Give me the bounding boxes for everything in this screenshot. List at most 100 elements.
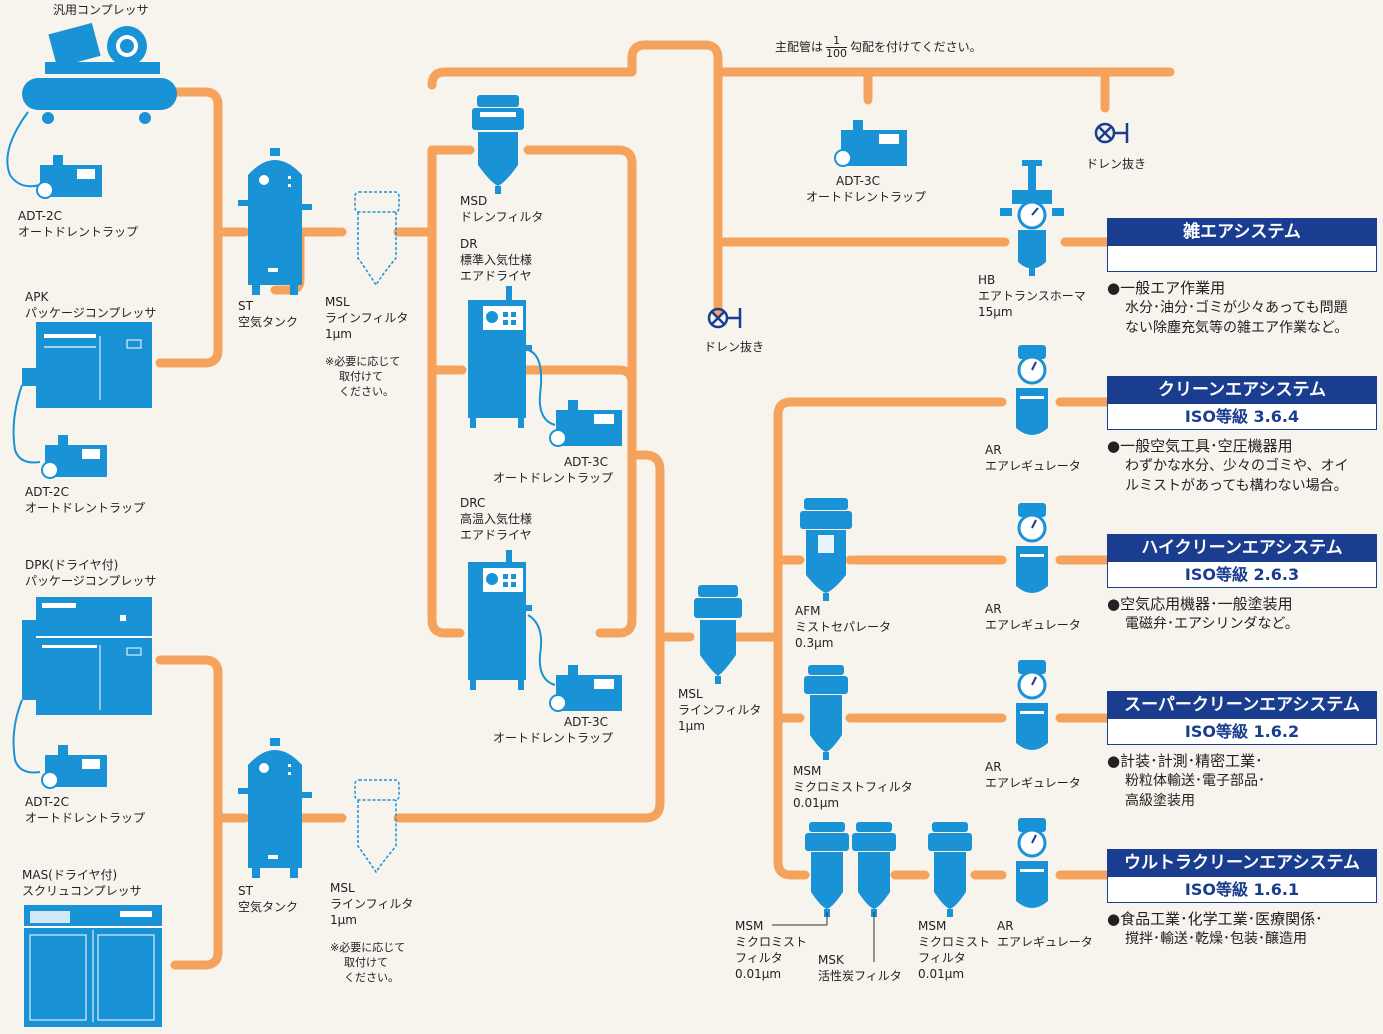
label-adt2c-3: ADT-2C オートドレントラップ (25, 794, 145, 826)
label-line: AFM (795, 604, 821, 618)
label-line: MAS(ドライヤ付) (22, 868, 118, 882)
label-line: 0.3μm (795, 636, 834, 650)
label-line: 空気タンク (238, 315, 299, 329)
pipe (155, 655, 223, 970)
note-line: 取付けて (344, 956, 388, 969)
pipe (427, 145, 465, 638)
label-drc: DRC 高温入気仕様 エアドライヤ (460, 495, 532, 543)
label-adt3c-top: ADT-3C オートドレントラップ (806, 173, 926, 205)
optional-line-filter-icon (354, 779, 400, 874)
label-line: オートドレントラップ (25, 811, 146, 825)
label-line: エアレギュレータ (985, 618, 1081, 632)
air-dryer-icon (468, 550, 532, 690)
label-line: エアレギュレータ (985, 776, 1081, 790)
air-tank-icon (238, 738, 312, 878)
slope-numerator: 1 (826, 35, 848, 48)
label-msl-2: MSL ラインフィルタ 1μm (330, 880, 413, 928)
hose (527, 614, 556, 686)
screw-compressor-icon (24, 905, 162, 1027)
label-line: オートドレントラップ (493, 731, 614, 745)
label-line: AR (997, 919, 1014, 933)
label-hb: HB エアトランスホーマ 15μm (978, 272, 1086, 320)
air-regulator-icon (1016, 503, 1048, 593)
dryer-package-compressor-icon (22, 597, 152, 715)
system-name: ハイクリーンエアシステム (1107, 534, 1377, 562)
pipe (613, 40, 1175, 77)
label-line: 汎用コンプレッサ (53, 3, 149, 17)
slope-note-prefix: 主配管は (775, 40, 824, 54)
label-line: 高温入気仕様 (460, 512, 533, 526)
label-line: MSL (678, 687, 703, 701)
label-msd: MSD ドレンフィルタ (460, 193, 543, 225)
label-line: オートドレントラップ (806, 190, 927, 204)
label-line: ADT-2C (25, 795, 70, 809)
label-line: エアレギュレータ (985, 459, 1081, 473)
label-line: フィルタ (918, 951, 966, 965)
label-line: MSL (325, 295, 350, 309)
note-line: 取付けて (339, 370, 383, 383)
label-line: ミクロミスト (735, 935, 808, 949)
pipe (773, 397, 1007, 420)
label-line: ST (238, 884, 253, 898)
label-line: ADT-3C (563, 715, 608, 729)
label-drain-2: ドレン抜き (1086, 156, 1146, 172)
drain-trap-icon (549, 400, 622, 447)
label-dr: DR 標準入気仕様 エアドライヤ (460, 236, 532, 284)
hose (527, 349, 556, 426)
label-st-1: ST 空気タンク (238, 298, 298, 330)
drain-trap-icon (41, 435, 107, 479)
label-drain-1: ドレン抜き (704, 339, 764, 355)
drain-trap-icon (36, 155, 102, 199)
note-line: ください。 (344, 971, 399, 984)
label-line: AR (985, 760, 1002, 774)
label-line: パッケージコンプレッサ (25, 306, 157, 320)
label-line: フィルタ (735, 951, 783, 965)
system-use: ●空気応用機器･一般塗装用 (1107, 595, 1293, 613)
system-panel-clean: クリーンエアシステム ISO等級 3.6.4 ●一般空気工具･空圧機器用 わずか… (1107, 376, 1377, 496)
label-line: DR (460, 237, 478, 251)
pipe (155, 87, 223, 368)
label-line: オートドレントラップ (25, 501, 146, 515)
label-line: ADT-3C (836, 174, 881, 188)
label-line: 1μm (330, 913, 357, 927)
label-line: AR (985, 602, 1002, 616)
label-line: ミストセパレータ (795, 620, 892, 634)
system-iso: ISO等級 2.6.3 (1107, 562, 1377, 588)
label-line: エアドライヤ (460, 528, 532, 542)
system-use: ●食品工業･化学工業･医療関係･ (1107, 910, 1323, 928)
label-line: MSM (735, 919, 764, 933)
drain-trap-icon (549, 665, 622, 712)
label-line: 0.01μm (793, 796, 840, 810)
label-line: パッケージコンプレッサ (25, 574, 157, 588)
label-adt2c-1: ADT-2C オートドレントラップ (18, 208, 138, 240)
line-filter-icon (694, 585, 742, 684)
system-desc: ルミストがあっても構わない場合。 (1125, 478, 1348, 494)
label-line: MSM (918, 919, 947, 933)
system-iso: ISO等級 1.6.2 (1107, 719, 1377, 745)
label-compressor-top: 汎用コンプレッサ (53, 2, 149, 18)
pipe (773, 410, 810, 880)
label-line: オートドレントラップ (493, 471, 614, 485)
label-line: エアトランスホーマ (978, 289, 1086, 303)
label-line: 空気タンク (238, 900, 299, 914)
air-tank-icon (238, 148, 312, 295)
system-use: ●計装･計測･精密工業･ (1107, 752, 1263, 770)
system-panel-ultra-clean: ウルトラクリーンエアシステム ISO等級 1.6.1 ●食品工業･化学工業･医療… (1107, 849, 1377, 949)
air-regulator-icon (1016, 818, 1048, 908)
micro-mist-filter-icon (928, 822, 972, 917)
label-line: 活性炭フィルタ (818, 969, 902, 983)
label-msm-3: MSM ミクロミスト フィルタ 0.01μm (918, 918, 990, 982)
label-line: ミクロミストフィルタ (793, 780, 913, 794)
label-line: MSM (793, 764, 822, 778)
drain-filter-icon (472, 95, 524, 194)
label-line: APK (25, 290, 49, 304)
label-ar-3: AR エアレギュレータ (985, 759, 1081, 791)
mist-separator-icon (800, 498, 852, 601)
label-msm-1: MSM ミクロミストフィルタ 0.01μm (793, 763, 913, 811)
note-line: ※必要に応じて (325, 355, 401, 368)
label-line: ADT-2C (25, 485, 70, 499)
slope-note-suffix: 勾配を付けてください。 (850, 40, 982, 54)
pipes (155, 40, 1175, 970)
drain-hoses (6, 111, 556, 774)
